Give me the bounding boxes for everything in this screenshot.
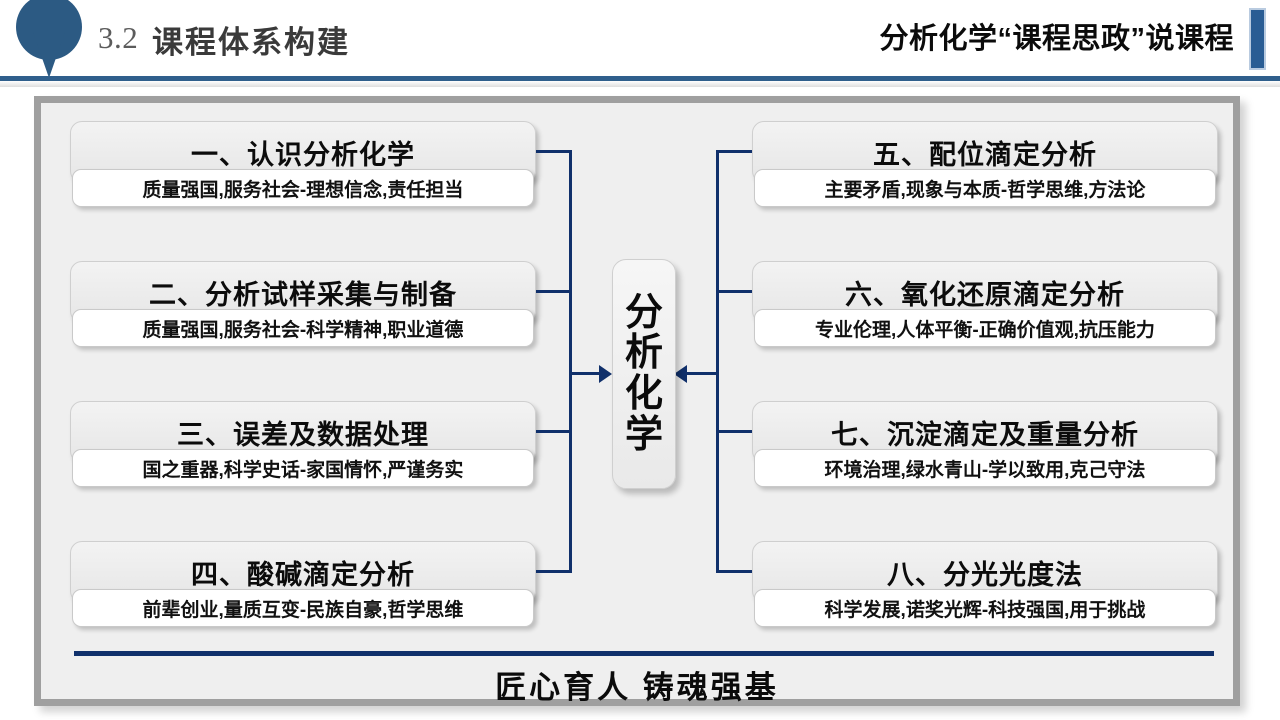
course-title: 分析化学“课程思政”说课程: [879, 23, 1234, 55]
node-subtitle: 前辈创业,量质互变-民族自豪,哲学思维: [72, 589, 534, 627]
connector-right-arrowhead: [674, 365, 687, 383]
center-char-1: 分: [624, 291, 663, 334]
node-left-4[interactable]: 四、酸碱滴定分析 前辈创业,量质互变-民族自豪,哲学思维: [70, 541, 536, 627]
node-subtitle: 质量强国,服务社会-理想信念,责任担当: [72, 169, 534, 207]
connector-right-stub-7: [716, 430, 752, 433]
node-subtitle: 科学发展,诺奖光辉-科技强国,用于挑战: [754, 589, 1216, 627]
connector-left-stub-1: [536, 150, 572, 153]
connector-left-spine: [569, 150, 572, 573]
connector-left-stub-2: [536, 290, 572, 293]
center-char-4: 学: [624, 413, 663, 456]
map-pin-icon: [16, 0, 82, 78]
node-right-6[interactable]: 六、氧化还原滴定分析 专业伦理,人体平衡-正确价值观,抗压能力: [752, 261, 1218, 347]
connector-right-stub-6: [716, 290, 752, 293]
node-right-8[interactable]: 八、分光光度法 科学发展,诺奖光辉-科技强国,用于挑战: [752, 541, 1218, 627]
footer-divider: [74, 651, 1214, 656]
node-subtitle: 主要矛盾,现象与本质-哲学思维,方法论: [754, 169, 1216, 207]
center-char-3: 化: [624, 373, 663, 415]
connector-left-arrowhead: [599, 365, 612, 383]
node-right-5[interactable]: 五、配位滴定分析 主要矛盾,现象与本质-哲学思维,方法论: [752, 121, 1218, 207]
connector-right-spine: [716, 150, 719, 573]
footer-slogan: 匠心育人 铸魂强基: [495, 669, 779, 705]
center-node[interactable]: 分 析 化 学: [612, 259, 676, 489]
connector-right-stub-8: [716, 570, 752, 573]
connector-left-stub-3: [536, 430, 572, 433]
node-left-2[interactable]: 二、分析试样采集与制备 质量强国,服务社会-科学精神,职业道德: [70, 261, 536, 347]
node-left-1[interactable]: 一、认识分析化学 质量强国,服务社会-理想信念,责任担当: [70, 121, 536, 207]
section-number: 3.2: [98, 20, 139, 55]
diagram-panel: 一、认识分析化学 质量强国,服务社会-理想信念,责任担当 二、分析试样采集与制备…: [34, 96, 1240, 706]
page-title: 课程体系构建: [152, 25, 350, 60]
header-divider: [0, 76, 1280, 81]
header-accent-bar: [1249, 8, 1266, 70]
node-subtitle: 国之重器,科学史话-家国情怀,严谨务实: [72, 449, 534, 487]
node-subtitle: 专业伦理,人体平衡-正确价值观,抗压能力: [754, 309, 1216, 347]
node-subtitle: 环境治理,绿水青山-学以致用,克己守法: [754, 449, 1216, 487]
slide-header: 3.2 课程体系构建 分析化学“课程思政”说课程: [0, 0, 1280, 87]
connector-right-stub-5: [716, 150, 752, 153]
header-divider-shadow: [0, 81, 1280, 87]
connector-left-stub-4: [536, 570, 572, 573]
center-char-2: 析: [624, 332, 663, 375]
node-left-3[interactable]: 三、误差及数据处理 国之重器,科学史话-家国情怀,严谨务实: [70, 401, 536, 487]
connector-right-arrow-line: [687, 372, 719, 375]
connector-left-arrow-line: [569, 372, 601, 375]
node-right-7[interactable]: 七、沉淀滴定及重量分析 环境治理,绿水青山-学以致用,克己守法: [752, 401, 1218, 487]
node-subtitle: 质量强国,服务社会-科学精神,职业道德: [72, 309, 534, 347]
